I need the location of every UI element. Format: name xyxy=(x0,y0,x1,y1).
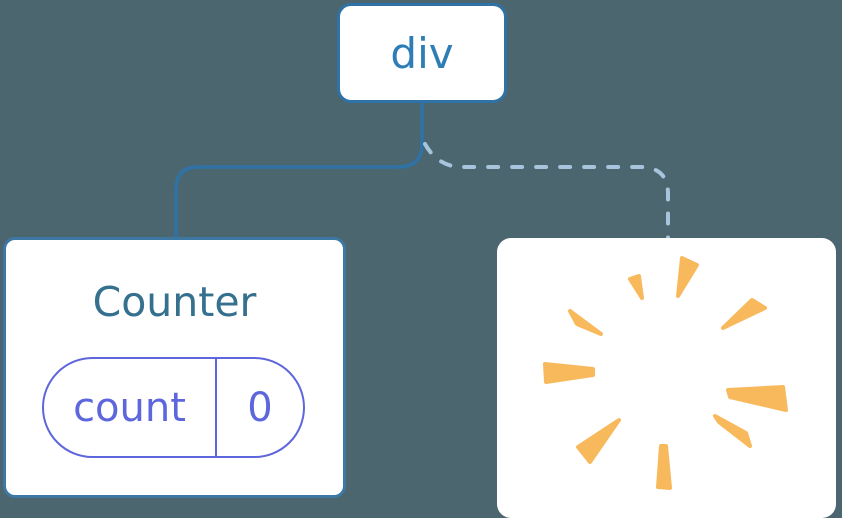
state-key: count xyxy=(44,359,217,456)
poof-wedge xyxy=(628,274,644,300)
removed-component-card xyxy=(497,238,836,518)
component-tree-diagram: { "colors": { "background": "#4C6670", "… xyxy=(3,3,836,518)
counter-component-card: Counter count 0 xyxy=(3,237,346,498)
counter-title: Counter xyxy=(92,278,257,326)
poof-wedge xyxy=(721,298,767,330)
poof-wedge xyxy=(543,362,595,384)
poof-wedge xyxy=(726,385,788,412)
tree-node-div-label: div xyxy=(390,28,454,78)
poof-wedge xyxy=(713,414,752,448)
poof-wedge xyxy=(656,444,672,490)
connector-solid-line xyxy=(174,100,424,240)
tree-connectors xyxy=(174,100,670,241)
state-badge: count 0 xyxy=(42,357,305,458)
poof-wedge xyxy=(576,418,621,464)
poof-wedge xyxy=(568,309,603,336)
poof-wedge xyxy=(676,256,699,298)
tree-node-div: div xyxy=(337,3,507,103)
state-value: 0 xyxy=(247,384,273,431)
connector-dashed-line xyxy=(423,142,670,241)
poof-icon xyxy=(543,256,788,490)
